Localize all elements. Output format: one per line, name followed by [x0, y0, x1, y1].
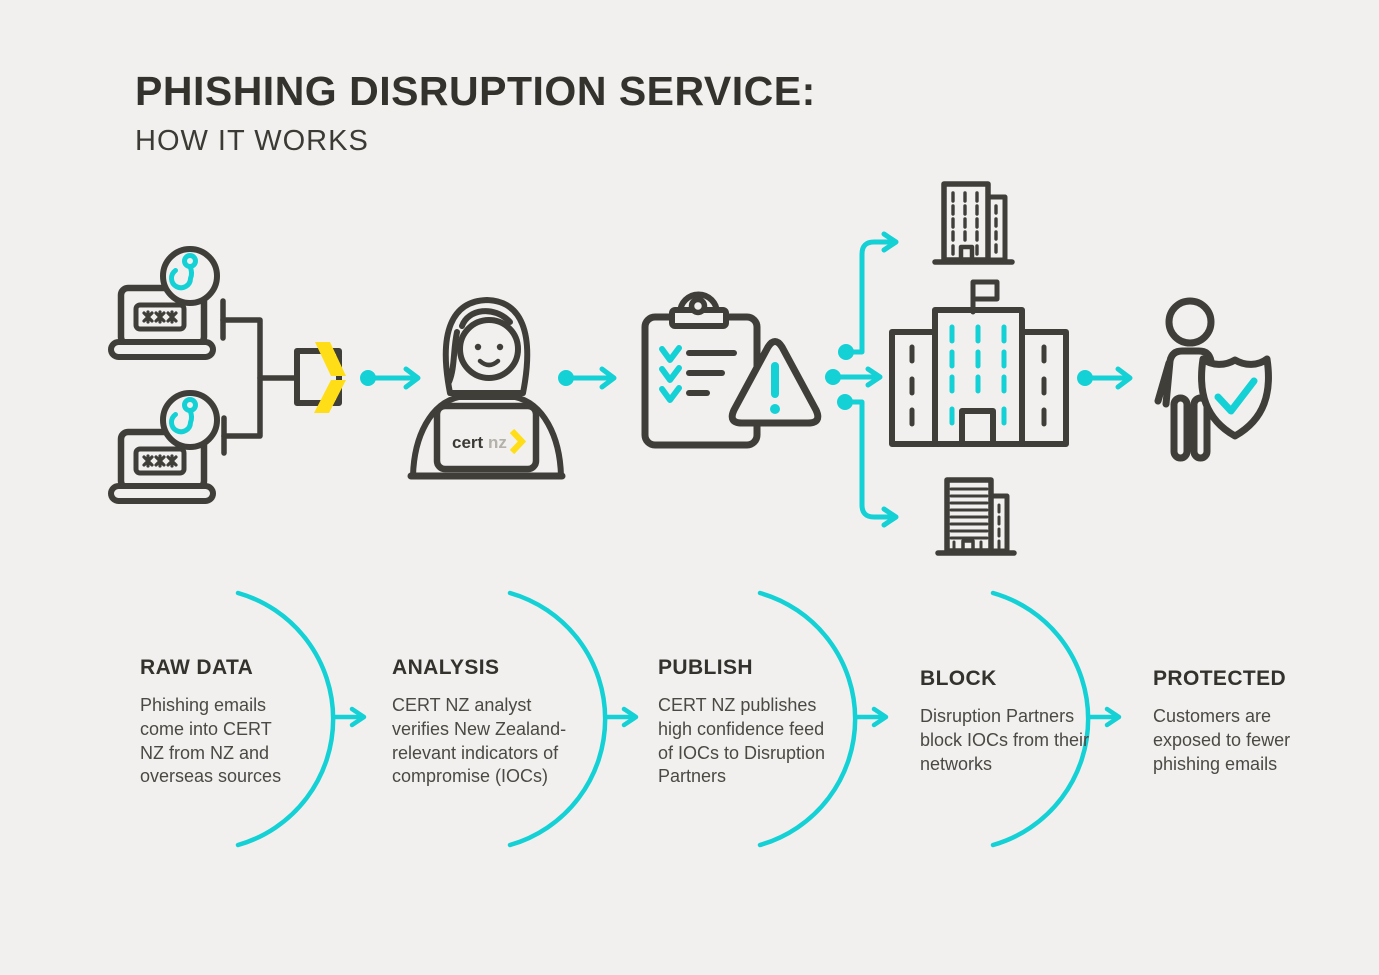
- leg-left: [1170, 394, 1191, 462]
- protection-shield-icon: [1198, 355, 1272, 440]
- flag-icon: [970, 279, 1000, 315]
- certnz-intake-icon: [294, 342, 346, 413]
- wing-windows: [909, 344, 1047, 427]
- floor-stripes: [949, 487, 989, 540]
- step-analysis: ANALYSIS CERT NZ analyst verifies New Ze…: [392, 656, 568, 789]
- step-arc-4: [990, 590, 1122, 848]
- logo-text-cert: cert: [452, 433, 484, 452]
- door: [959, 408, 996, 447]
- windows: [951, 191, 998, 256]
- door: [958, 244, 975, 263]
- step-description: CERT NZ analyst verifies New Zealand-rel…: [392, 695, 567, 787]
- tower-windows: [949, 324, 1007, 426]
- face: [457, 317, 521, 381]
- flow-arrow-2: [558, 366, 617, 390]
- step-arc-2: [507, 590, 639, 848]
- check-marks: [659, 345, 682, 403]
- certnz-analyst-icon: cert nz: [407, 297, 566, 480]
- logo-chevron-icon: [509, 428, 527, 455]
- password-field: [133, 302, 187, 332]
- certnz-logo: cert nz: [452, 428, 527, 455]
- arm: [1154, 359, 1173, 405]
- ioc-checklist-icon: [641, 291, 761, 449]
- step-title: PUBLISH: [658, 656, 753, 679]
- disruption-partner-hq-icon: [889, 279, 1069, 447]
- password-asterisks: [142, 310, 178, 324]
- logo-text-nz: nz: [488, 433, 507, 452]
- merge-connector: [220, 298, 299, 456]
- step-title: RAW DATA: [140, 656, 254, 679]
- step-description: Disruption Partners block IOCs from thei…: [920, 706, 1090, 774]
- page-title: PHISHING DISRUPTION SERVICE:: [135, 68, 816, 114]
- step-description: Phishing emails come into CERT NZ from N…: [140, 695, 282, 787]
- branch-connectors: [825, 231, 899, 528]
- phishing-hook-icon: [169, 253, 198, 291]
- list-lines: [686, 350, 737, 396]
- eye-left: [474, 343, 482, 351]
- clip-hole: [688, 296, 708, 316]
- header: PHISHING DISRUPTION SERVICE: HOW IT WORK…: [135, 68, 816, 158]
- analyst-laptop-lid: [433, 402, 540, 473]
- step-block: BLOCK Disruption Partners block IOCs fro…: [920, 667, 1092, 776]
- step-arc-1: [235, 590, 367, 848]
- step-title: ANALYSIS: [392, 656, 500, 679]
- phishing-laptop-icon-2: [111, 393, 217, 501]
- step-publish: PUBLISH CERT NZ publishes high confidenc…: [658, 656, 840, 789]
- step-description: Customers are exposed to fewer phishing …: [1153, 706, 1291, 774]
- protected-person-icon: [1154, 297, 1219, 462]
- phishing-laptop-icon: [108, 246, 220, 360]
- page-subtitle: HOW IT WORKS: [135, 125, 369, 157]
- step-arc-3: [757, 590, 889, 848]
- step-title: PROTECTED: [1153, 667, 1287, 690]
- step-title: BLOCK: [920, 667, 997, 690]
- leg-right: [1190, 394, 1211, 462]
- yellow-chevron-bottom: [314, 380, 346, 413]
- partner-building-top-icon: [932, 181, 1015, 265]
- step-raw-data: RAW DATA Phishing emails come into CERT …: [140, 656, 292, 789]
- eye-right: [496, 343, 504, 351]
- warning-triangle-icon: [728, 338, 822, 427]
- shield-check-icon: [1214, 377, 1258, 415]
- yellow-chevron-top: [315, 342, 346, 376]
- step-protected: PROTECTED Customers are exposed to fewer…: [1153, 667, 1315, 776]
- partner-building-bottom-icon: [935, 477, 1017, 556]
- step-description: CERT NZ publishes high confidence feed o…: [658, 695, 826, 787]
- flow-arrow-1: [360, 366, 421, 390]
- smile: [477, 358, 501, 368]
- flow-arrow-4: [1077, 366, 1133, 390]
